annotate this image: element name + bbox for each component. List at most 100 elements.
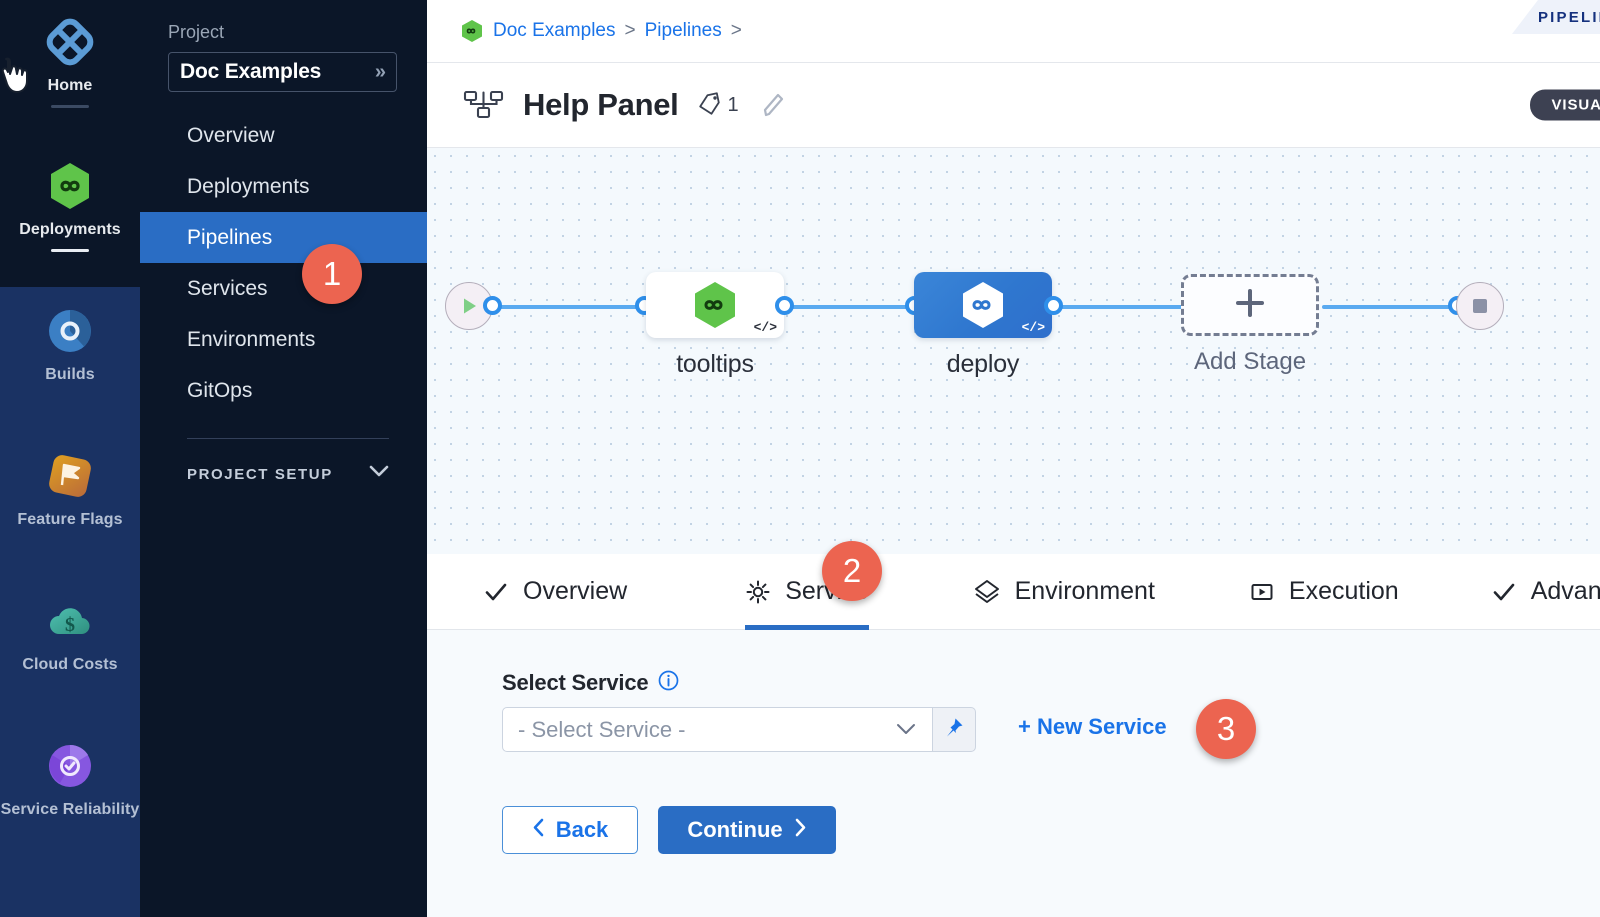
- select-service-label: Select Service: [502, 670, 649, 695]
- breadcrumb-link-pipelines[interactable]: Pipelines: [644, 20, 722, 41]
- back-button[interactable]: Back: [502, 806, 638, 854]
- main-content: Doc Examples > Pipelines > PIPELINE Help…: [427, 0, 1600, 917]
- back-button-label: Back: [555, 817, 609, 842]
- sidebar-item-overview[interactable]: Overview: [140, 110, 427, 161]
- sidebar-item-label: Environments: [187, 327, 316, 351]
- plus-icon: [1233, 286, 1267, 325]
- sidebar-item-pipelines[interactable]: Pipelines: [140, 212, 427, 263]
- project-sidebar: Project Doc Examples » Overview Deployme…: [140, 0, 427, 917]
- sidebar-item-project-setup[interactable]: PROJECT SETUP: [187, 465, 389, 483]
- chevron-down-icon: [369, 465, 389, 483]
- service-reliability-icon: [44, 740, 96, 792]
- stage-label-tooltips: tooltips: [676, 350, 754, 378]
- play-box-icon: [1249, 579, 1275, 605]
- callout-badge-1: 1: [302, 244, 362, 304]
- port-tooltips-out[interactable]: [775, 296, 794, 315]
- tab-advanced[interactable]: Advanced: [1491, 554, 1600, 630]
- breadcrumb-link-project[interactable]: Doc Examples: [493, 20, 616, 41]
- tab-label: Overview: [523, 577, 628, 605]
- rail-active-underline: [51, 248, 89, 252]
- module-rail-bottom-section: [0, 287, 140, 917]
- rail-item-cloud-costs[interactable]: $ Cloud Costs: [0, 595, 140, 675]
- stage-node-deploy[interactable]: </>: [914, 272, 1052, 338]
- check-icon: [1491, 579, 1517, 605]
- tab-overview[interactable]: Overview: [483, 554, 627, 630]
- rail-item-deployments[interactable]: Deployments: [0, 160, 140, 252]
- stop-square-icon: [1473, 299, 1487, 313]
- stage-label-deploy: deploy: [946, 350, 1020, 378]
- rail-item-feature-flags[interactable]: Feature Flags: [0, 450, 140, 530]
- pipeline-header: Help Panel 1 VISUAL: [427, 62, 1600, 148]
- project-hexagon-icon: [461, 19, 483, 43]
- rail-active-underline: [51, 104, 89, 108]
- pipeline-canvas[interactable]: </> tooltips </> deploy: [427, 148, 1600, 554]
- tab-environment[interactable]: Environment: [973, 554, 1155, 630]
- svg-text:$: $: [65, 614, 75, 636]
- rail-item-label: Service Reliability: [0, 801, 140, 818]
- select-service-label-row: Select Service: [502, 670, 679, 696]
- select-service-control: - Select Service -: [502, 707, 976, 752]
- continue-button[interactable]: Continue: [658, 806, 836, 854]
- project-selector[interactable]: Doc Examples »: [168, 52, 397, 92]
- new-service-link[interactable]: + New Service: [1018, 714, 1167, 739]
- check-icon: [483, 579, 509, 605]
- info-icon[interactable]: [658, 670, 679, 696]
- sidebar-item-label: Pipelines: [187, 225, 273, 249]
- sidebar-item-label: GitOps: [187, 378, 253, 402]
- tab-execution[interactable]: Execution: [1249, 554, 1399, 630]
- sidebar-item-services[interactable]: Services: [140, 263, 427, 314]
- callout-badge-2: 2: [822, 541, 882, 601]
- chevron-right-icon: [794, 817, 807, 843]
- tab-label: Advanced: [1530, 577, 1600, 605]
- sidebar-item-gitops[interactable]: GitOps: [140, 365, 427, 416]
- port-start-out[interactable]: [483, 296, 502, 315]
- tag-group[interactable]: 1: [697, 90, 739, 121]
- code-badge: </>: [753, 320, 777, 335]
- stage-node-tooltips[interactable]: </>: [646, 272, 784, 338]
- sidebar-divider: [187, 438, 389, 439]
- pin-button[interactable]: [933, 707, 976, 752]
- chevron-left-icon: [532, 817, 545, 843]
- add-stage-button[interactable]: [1181, 274, 1319, 336]
- tag-icon: [697, 90, 723, 121]
- tag-count: 1: [727, 93, 739, 116]
- harness-hexagon-green-icon: [695, 282, 735, 328]
- sidebar-item-label: Services: [187, 276, 268, 300]
- rail-item-home[interactable]: Home: [0, 16, 140, 108]
- cloud-costs-icon: $: [44, 595, 96, 647]
- module-rail: Home Deployments Builds: [0, 0, 140, 917]
- wire-addstage-to-end: [1322, 305, 1454, 309]
- form-actions: Back Continue: [502, 806, 836, 854]
- pipeline-end-node[interactable]: [1456, 282, 1504, 330]
- rail-item-label: Feature Flags: [17, 511, 123, 528]
- continue-button-label: Continue: [687, 817, 783, 842]
- sidebar-item-label: Deployments: [187, 174, 310, 198]
- pin-icon: [943, 716, 965, 743]
- mouse-cursor-icon: [0, 52, 34, 99]
- harness-hexagon-white-icon: [963, 282, 1003, 328]
- project-expand-icon: »: [374, 61, 386, 83]
- rail-item-service-reliability[interactable]: Service Reliability: [0, 740, 140, 820]
- wire-tooltips-to-deploy: [782, 305, 918, 309]
- rail-item-builds[interactable]: Builds: [0, 305, 140, 385]
- pencil-icon[interactable]: [761, 91, 787, 119]
- sidebar-item-environments[interactable]: Environments: [140, 314, 427, 365]
- builds-circle-icon: [44, 305, 96, 357]
- sidebar-item-label: PROJECT SETUP: [187, 465, 333, 483]
- add-stage-label: Add Stage: [1193, 348, 1307, 375]
- module-rail-top-section: [0, 0, 140, 287]
- rail-item-label: Builds: [45, 366, 95, 383]
- breadcrumb-separator: >: [624, 20, 636, 41]
- play-icon: [464, 298, 476, 314]
- select-service-value: - Select Service -: [518, 716, 686, 742]
- tab-label: Environment: [1014, 577, 1155, 605]
- select-service-dropdown[interactable]: - Select Service -: [502, 707, 933, 752]
- mode-badge-visual[interactable]: VISUAL: [1529, 89, 1600, 121]
- breadcrumb-separator: >: [730, 20, 742, 41]
- pipeline-studio-tab[interactable]: PIPELINE: [1511, 0, 1600, 34]
- code-badge: </>: [1021, 320, 1045, 335]
- port-deploy-out[interactable]: [1044, 296, 1063, 315]
- sidebar-item-deployments[interactable]: Deployments: [140, 161, 427, 212]
- sidebar-item-label: Overview: [187, 123, 275, 147]
